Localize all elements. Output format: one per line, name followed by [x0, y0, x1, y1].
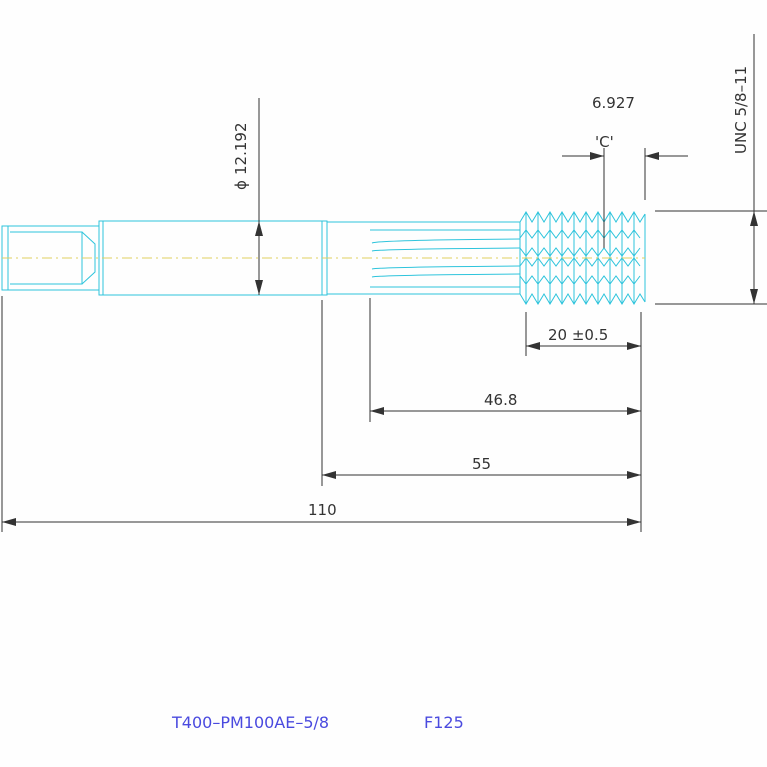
- part-code: F125: [424, 713, 464, 732]
- caption: T400–PM100AE–5/8 F125: [171, 713, 464, 732]
- flute-length-dimension: 46.8: [369, 298, 642, 422]
- thread-spec-dimension: UNC 5/8–11: [655, 34, 767, 305]
- shank: [98, 220, 328, 296]
- pitch-label: 'C': [595, 133, 614, 151]
- thread-spec: UNC 5/8–11: [732, 66, 750, 154]
- flute-1: [371, 238, 521, 244]
- overall-length-dimension: 110: [1, 296, 642, 532]
- pitch-dimension: 6.927 'C': [562, 94, 688, 248]
- overall-length: 110: [308, 501, 337, 519]
- part-number: T400–PM100AE–5/8: [171, 713, 329, 732]
- flute-2: [371, 247, 521, 252]
- thread-length: 20 ±0.5: [548, 326, 608, 344]
- flute-3: [371, 265, 521, 270]
- tap-tool: [1, 211, 646, 305]
- pitch-value: 6.927: [592, 94, 635, 112]
- diameter-dimension: ϕ 12.192: [232, 98, 263, 295]
- thread-length-dimension: 20 ±0.5: [525, 312, 642, 356]
- shank-to-tip: 55: [472, 455, 491, 473]
- flute-length: 46.8: [484, 391, 517, 409]
- flute-4: [371, 273, 521, 278]
- shank-to-tip-dimension: 55: [321, 300, 642, 486]
- diameter-value: 12.192: [232, 123, 250, 176]
- diameter-symbol: ϕ: [232, 180, 250, 190]
